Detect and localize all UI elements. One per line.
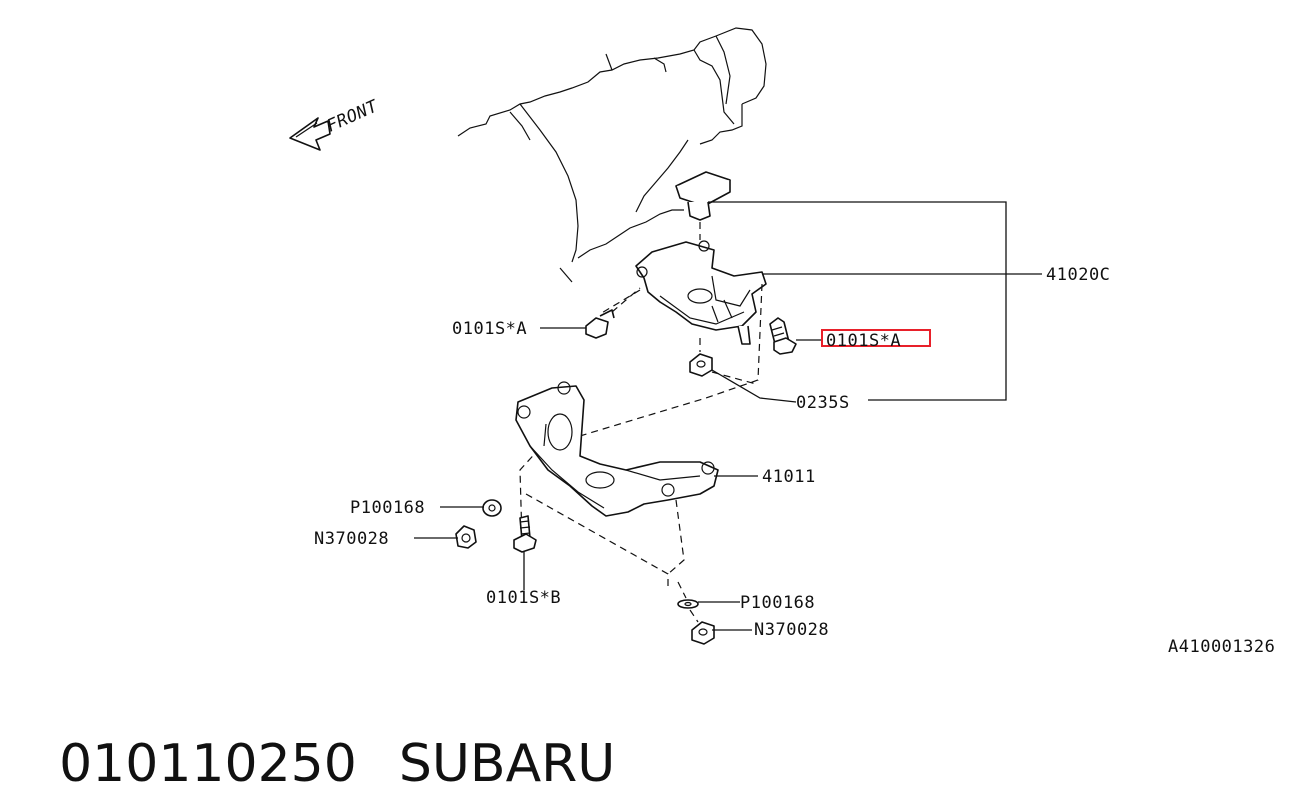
callout-0101sa-left: 0101S*A	[452, 319, 527, 339]
callout-41020c: 41020C	[1046, 265, 1110, 285]
callout-p100168-left: P100168	[350, 498, 425, 518]
front-label: FRONT	[324, 96, 382, 137]
figure-code: A410001326	[1168, 637, 1275, 657]
nut-left-n370028	[455, 525, 477, 549]
callout-n370028-bottom: N370028	[754, 620, 829, 640]
callout-0101sa-right: 0101S*A	[826, 331, 901, 351]
callout-0235s: 0235S	[796, 393, 850, 413]
nut-bottom-n370028	[689, 609, 715, 645]
crossmember-41011	[515, 381, 719, 517]
front-arrow-icon	[289, 117, 331, 151]
leader-lines	[414, 201, 1042, 631]
callout-p100168-bottom: P100168	[740, 593, 815, 613]
mount-bracket-41020c	[635, 240, 767, 345]
bolt-left-0101sa	[585, 287, 641, 339]
brand-name: SUBARU	[398, 734, 616, 794]
highlight-box	[821, 329, 931, 347]
upper-cushion	[675, 171, 731, 240]
nut-0235s	[689, 338, 713, 377]
callout-n370028-left: N370028	[314, 529, 389, 549]
callout-41011: 41011	[762, 467, 816, 487]
washer-bottom-p100168	[677, 581, 699, 609]
washer-left-p100168	[482, 499, 502, 517]
bolt-0101sb	[513, 515, 537, 553]
part-number: 010110250	[59, 734, 357, 794]
callout-0101sb: 0101S*B	[486, 588, 561, 608]
transmission-outline	[457, 27, 767, 283]
bolt-right-0101sa	[769, 317, 797, 355]
